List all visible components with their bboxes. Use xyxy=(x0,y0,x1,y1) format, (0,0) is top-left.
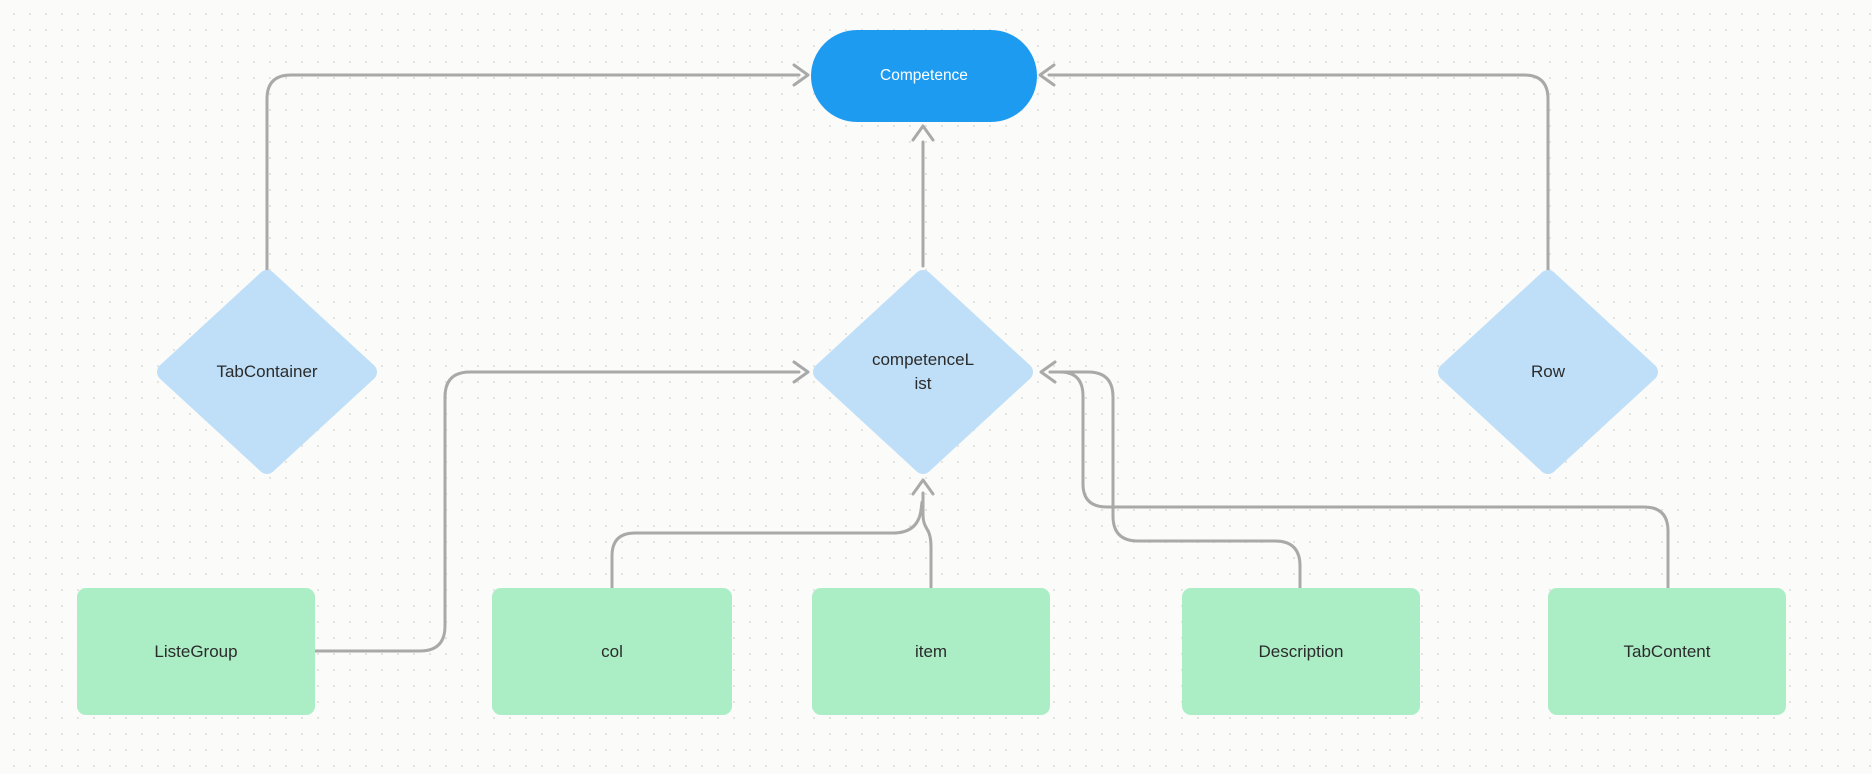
node-competencelist-label: competenceList xyxy=(871,350,975,393)
edge-tabcontent-competencelist[interactable] xyxy=(1048,370,1670,590)
node-item-label: item xyxy=(914,641,948,661)
node-col[interactable]: col xyxy=(492,588,732,715)
node-tabcontent[interactable]: TabContent xyxy=(1548,588,1786,715)
arrowhead-into-competencelist-bottom xyxy=(911,478,935,496)
diamond-shape xyxy=(813,270,1033,474)
arrowhead-into-competence-left xyxy=(792,63,810,87)
node-item[interactable]: item xyxy=(812,588,1050,715)
node-competence-label: Competence xyxy=(880,67,968,85)
node-row-label: Row xyxy=(1530,362,1565,382)
node-row[interactable]: Row xyxy=(1436,268,1660,476)
node-tabcontainer-label: TabContainer xyxy=(216,362,318,382)
node-tabcontent-label: TabContent xyxy=(1623,641,1711,661)
arrowhead-into-competencelist-right xyxy=(1039,360,1057,384)
edge-item-competencelist[interactable] xyxy=(921,491,933,590)
node-listegroup-label: ListeGroup xyxy=(154,641,238,661)
diamond-shape xyxy=(157,270,377,474)
arrowhead-into-competence-bottom xyxy=(911,124,935,142)
arrowhead-into-competencelist-left xyxy=(792,360,810,384)
edge-description-competencelist[interactable] xyxy=(1048,370,1302,590)
node-col-label: col xyxy=(601,641,623,661)
edge-listegroup-competencelist[interactable] xyxy=(313,370,801,653)
edge-tabcontainer-competence[interactable] xyxy=(265,73,801,272)
arrowhead-into-competence-right xyxy=(1038,63,1056,87)
node-competencelist[interactable]: competenceList xyxy=(811,268,1035,476)
node-competence[interactable]: Competence xyxy=(811,30,1037,122)
diamond-shape xyxy=(1438,270,1658,474)
node-description[interactable]: Description xyxy=(1182,588,1420,715)
edge-col-competencelist[interactable] xyxy=(610,500,924,590)
node-listegroup[interactable]: ListeGroup xyxy=(77,588,315,715)
node-description-label: Description xyxy=(1258,641,1344,661)
edge-row-competence[interactable] xyxy=(1047,73,1550,272)
node-tabcontainer[interactable]: TabContainer xyxy=(155,268,379,476)
